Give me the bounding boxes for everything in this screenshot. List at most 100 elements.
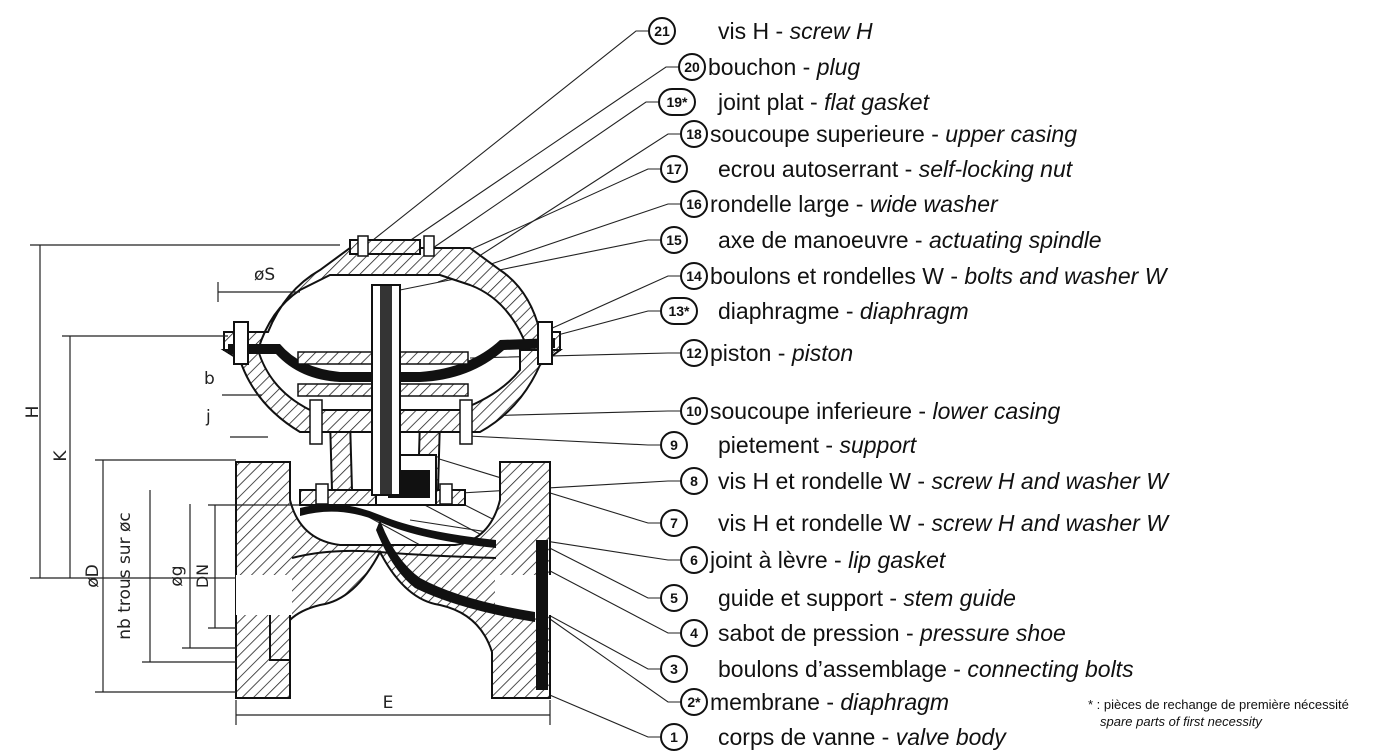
dim-e-label: E (383, 693, 394, 713)
part-number-badge: 17 (660, 155, 688, 183)
part-name-fr: vis H (718, 18, 770, 44)
part-name-fr: joint à lèvre (710, 547, 828, 573)
dim-b-label: b (204, 369, 215, 389)
part-number-badge: 6 (680, 546, 708, 574)
dimension-lines (30, 244, 551, 725)
part-name-en: bolts and washer W (964, 263, 1167, 289)
part-row-3: 3 boulons d’assemblage - connecting bolts (0, 655, 1134, 683)
body-lining (536, 540, 548, 690)
part-name-en: piston (791, 340, 854, 366)
part-name: sabot de pression - pressure shoe (718, 620, 1066, 646)
part-name: joint à lèvre - lip gasket (710, 547, 946, 573)
dim-j-label: j (205, 407, 211, 427)
part-name-en: support (839, 432, 917, 458)
part-row-19-spare: 19* joint plat - flat gasket (0, 88, 1000, 116)
part-number-badge: 4 (680, 619, 708, 647)
dim-dn-label: DN (193, 564, 212, 588)
leader-line (429, 101, 658, 251)
leader-line (367, 30, 648, 245)
footnote-en: spare parts of first necessity (1100, 714, 1262, 729)
part-name-fr: vis H et rondelle W (718, 468, 912, 494)
leader-line (467, 435, 660, 446)
part-name-en: screw H and washer W (931, 510, 1168, 536)
part-name-en: upper casing (945, 121, 1077, 147)
part-number-badge: 8 (680, 467, 708, 495)
dim-d-label: øD (83, 564, 103, 588)
part-name-en: diaphragm (859, 298, 969, 324)
part-name-en: flat gasket (824, 89, 929, 115)
part-name-en: self-locking nut (918, 156, 1073, 182)
part-number-badge: 16 (680, 190, 708, 218)
part-name-en: diaphragm (840, 689, 950, 715)
part-name: boulons et rondelles W - bolts and washe… (710, 263, 1167, 289)
footnote: * : pièces de rechange de première néces… (1088, 696, 1349, 730)
leader-line (537, 689, 660, 738)
part-number-badge: 2* (680, 688, 708, 716)
leader-line (519, 310, 660, 346)
footnote-fr: * : pièces de rechange de première néces… (1088, 697, 1349, 712)
dim-c-label: nb trous sur øc (115, 512, 135, 639)
part-name-fr: pietement (718, 432, 820, 458)
part-name-fr: boulons d’assemblage (718, 656, 947, 682)
part-row-8: 8 vis H et rondelle W - screw H and washe… (0, 467, 1168, 495)
part-name-en: lip gasket (848, 547, 946, 573)
leader-line (395, 469, 660, 599)
part-name: joint plat - flat gasket (718, 89, 929, 115)
part-number-badge: 3 (660, 655, 688, 683)
part-name-fr: boulons et rondelles W (710, 263, 944, 289)
part-number-badge: 14 (680, 262, 708, 290)
part-name: vis H et rondelle W - screw H and washer… (718, 468, 1168, 494)
part-name: membrane - diaphragm (710, 689, 950, 715)
part-name: soucoupe superieure - upper casing (710, 121, 1077, 147)
leader-line (539, 611, 680, 703)
part-name-fr: piston (710, 340, 772, 366)
part-name-en: valve body (895, 724, 1006, 750)
part-number-badge: 20 (678, 53, 706, 81)
part-name-en: connecting bolts (967, 656, 1134, 682)
part-name-fr: joint plat (718, 89, 804, 115)
part-number-badge: 15 (660, 226, 688, 254)
part-name-en: stem guide (903, 585, 1016, 611)
dim-s-label: øS (254, 265, 275, 285)
part-number-badge: 19* (658, 88, 696, 116)
part-name: pietement - support (718, 432, 917, 458)
part-name-en: pressure shoe (920, 620, 1066, 646)
valve-body (235, 461, 551, 699)
part-number-badge: 12 (680, 339, 708, 367)
part-row-4: 4 sabot de pression - pressure shoe (0, 619, 1066, 647)
part-row-15: 15 axe de manoeuvre - actuating spindle (0, 226, 1102, 254)
dim-g-label: øg (167, 565, 187, 586)
part-name: axe de manoeuvre - actuating spindle (718, 227, 1102, 253)
part-name-fr: rondelle large (710, 191, 850, 217)
dim-k-label: K (51, 450, 71, 462)
part-name: guide et support - stem guide (718, 585, 1016, 611)
part-name-fr: diaphragme (718, 298, 840, 324)
part-name-en: plug (816, 54, 861, 80)
part-row-13-spare: 13*diaphragme - diaphragm (0, 297, 1000, 325)
part-row-5: 5 guide et support - stem guide (0, 584, 1016, 612)
membrane (300, 504, 535, 622)
part-row-2-spare: 2*membrane - diaphragm (0, 688, 1000, 716)
part-name: boulons d’assemblage - connecting bolts (718, 656, 1134, 682)
part-name: bouchon - plug (708, 54, 861, 80)
part-name-en: screw H and washer W (931, 468, 1168, 494)
leader-line (429, 168, 660, 269)
part-name-en: lower casing (932, 398, 1061, 424)
part-number-badge: 10 (680, 397, 708, 425)
part-name: vis H - screw H (718, 18, 873, 44)
part-name-fr: bouchon (708, 54, 797, 80)
part-name-fr: sabot de pression (718, 620, 900, 646)
part-name: corps de vanne - valve body (718, 724, 1006, 750)
part-name-fr: soucoupe superieure (710, 121, 925, 147)
part-number-badge: 5 (660, 584, 688, 612)
leader-line (437, 203, 680, 283)
